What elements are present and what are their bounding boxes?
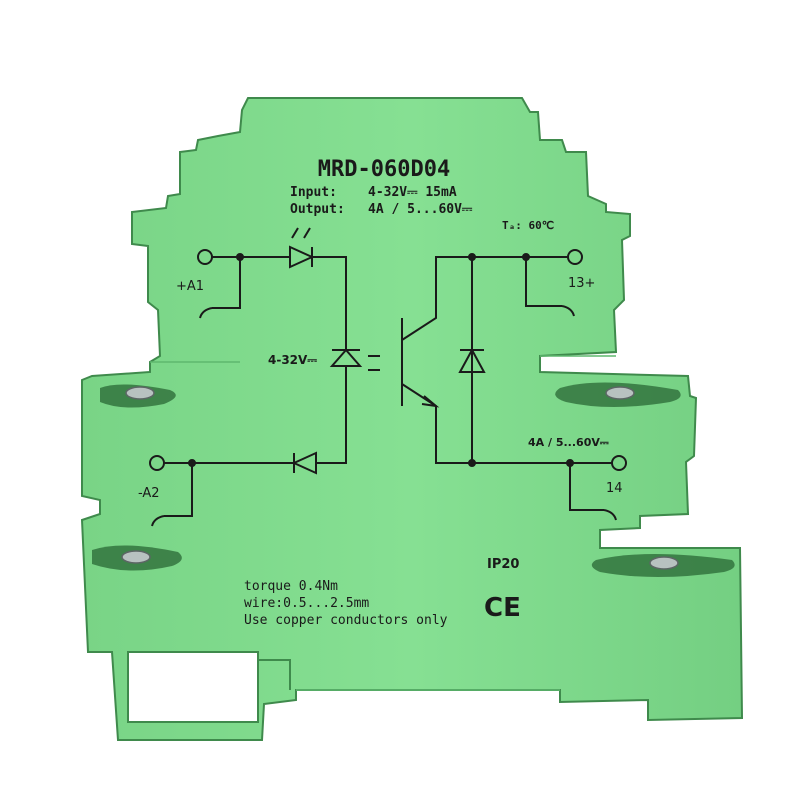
output-label: Output: [290, 202, 345, 217]
temperature-label: Tₐ: 60℃ [502, 219, 554, 232]
terminal-13-label: 13+ [568, 276, 595, 291]
led-light-arrows [291, 227, 311, 239]
wire-13-down [525, 257, 562, 307]
din-clip [258, 659, 291, 690]
output-range-label: 4A / 5...60V⎓ [528, 436, 609, 449]
housing-ribs [150, 355, 616, 691]
clamp-14 [603, 509, 617, 521]
clamp-a1 [199, 307, 213, 319]
terminal-a1-label: +A1 [176, 279, 204, 294]
terminal-a2-label: -A2 [138, 486, 160, 501]
screw-top-left [125, 386, 155, 400]
relay-housing [80, 97, 744, 741]
schematic [149, 227, 627, 527]
input-label: Input: [290, 185, 337, 200]
screws [121, 386, 679, 570]
copper-note: Use copper conductors only [244, 613, 448, 628]
output-value: 4A / 5...60V⎓ [368, 202, 473, 217]
transistor-emitter [401, 383, 612, 464]
screw-top-right [605, 386, 635, 400]
clamp-a2 [151, 515, 165, 527]
terminal-14-circle [611, 455, 627, 471]
input-range-label: 4-32V⎓ [268, 353, 317, 367]
terminal-a2-circle [149, 455, 165, 471]
ce-mark: CE [484, 593, 521, 623]
model-label: MRD-060D04 [318, 157, 450, 182]
opto-light [368, 355, 380, 371]
screw-bottom-left [121, 550, 151, 564]
terminal-14-label: 14 [606, 481, 623, 496]
wire-led-right [312, 256, 347, 350]
emitter-arrow [421, 395, 440, 408]
transistor-collector [401, 256, 568, 341]
ip-rating: IP20 [487, 557, 519, 572]
wire-spec: wire:0.5...2.5mm [244, 596, 369, 611]
screw-bottom-right [649, 556, 679, 570]
torque-spec: torque 0.4Nm [244, 579, 338, 594]
input-value: 4-32V⎓ 15mA [368, 185, 457, 200]
wire-a1-down [212, 257, 241, 309]
wire-a2-down [164, 463, 193, 517]
output-diode [458, 347, 486, 373]
wire-opto-down [316, 366, 347, 464]
wire-14-down [569, 463, 604, 511]
terminal-13-circle [567, 249, 583, 265]
clamp-13 [561, 305, 575, 317]
din-foot-cutout [127, 651, 259, 723]
